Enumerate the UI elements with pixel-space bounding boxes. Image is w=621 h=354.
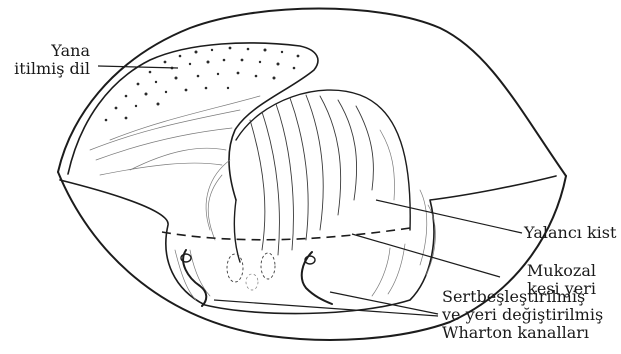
- tongue-papillae: [105, 47, 300, 122]
- mucosal-incision-line: [162, 228, 410, 240]
- leader-pseudocyst: [376, 200, 522, 233]
- floor-of-mouth-sketch: [175, 244, 405, 300]
- label-tongue: Yana itilmiş dil: [2, 42, 90, 78]
- wharton-duct-right: [302, 252, 332, 304]
- leader-incision: [352, 234, 500, 277]
- pseudocyst-outline: [234, 90, 410, 262]
- label-pseudocyst: Yalancı kist: [524, 224, 616, 242]
- label-wharton-ducts: Sertbeşleştirilmiş ve yeri değiştirilmiş…: [442, 288, 603, 342]
